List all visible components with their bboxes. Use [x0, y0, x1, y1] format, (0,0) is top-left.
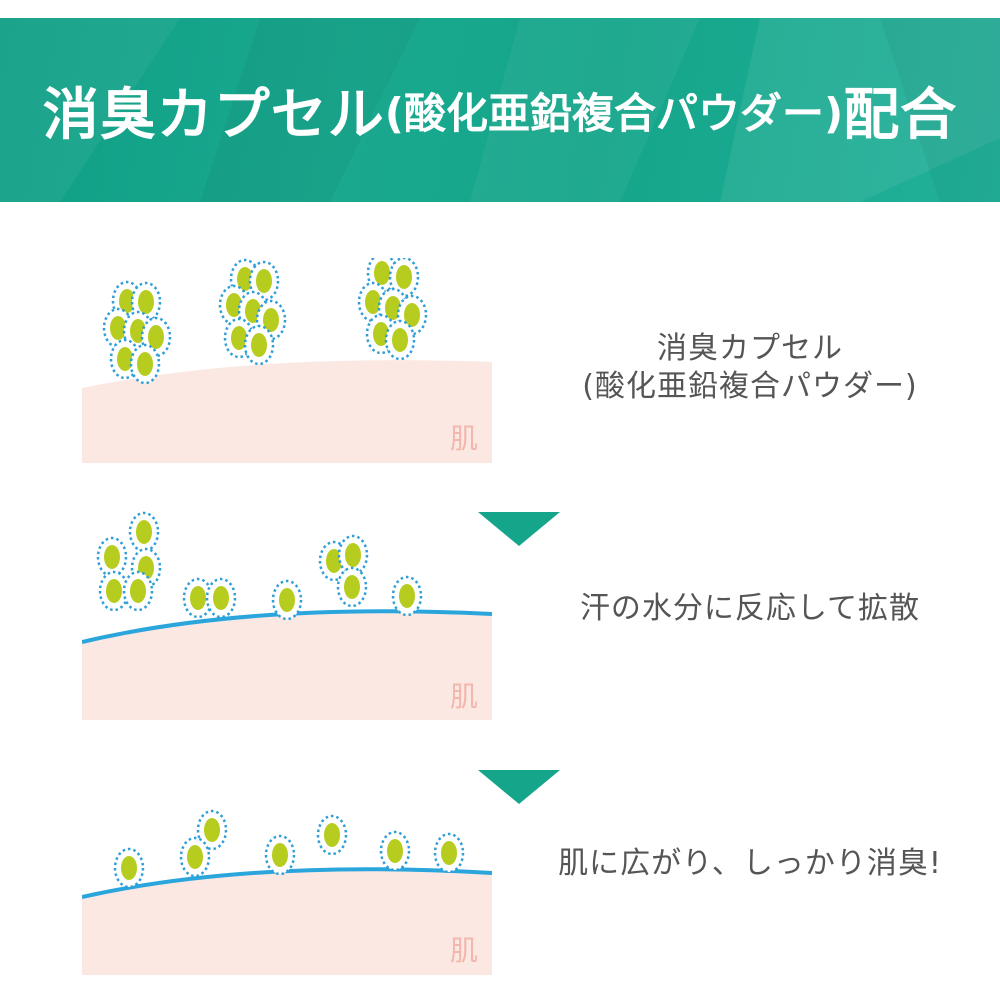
step-1-caption: 消臭カプセル (酸化亜鉛複合パウダー) — [520, 330, 980, 406]
capsule-particle — [113, 847, 145, 889]
capsule-particle — [379, 830, 411, 872]
step-1-illustration: 肌 — [82, 258, 492, 463]
capsule-particle — [388, 258, 420, 298]
skin-area — [82, 360, 492, 463]
step-3-illustration: 肌 — [82, 785, 492, 975]
banner-title-sub: (酸化亜鉛複合パウダー) — [384, 88, 844, 138]
step-2-caption-line1: 汗の水分に反応して拡散 — [579, 591, 921, 626]
capsule-particle — [316, 814, 348, 856]
capsule-particle — [384, 319, 416, 361]
step-3-caption-line1: 肌に広がり、しっかり消臭! — [558, 846, 942, 881]
step-3-caption: 肌に広がり、しっかり消臭! — [520, 845, 980, 883]
capsule-particle — [337, 534, 369, 576]
capsule-particle — [336, 566, 368, 608]
capsule-particle — [271, 579, 303, 621]
capsule-particle — [128, 511, 160, 553]
banner-title-end: 配合 — [843, 82, 958, 148]
step-1-caption-line1: 消臭カプセル — [657, 331, 843, 366]
capsule-particle — [433, 832, 465, 874]
step-2-illustration: 肌 — [82, 510, 492, 720]
banner-title: 消臭カプセル (酸化亜鉛複合パウダー) 配合 — [0, 18, 1000, 202]
skin-label: 肌 — [450, 422, 478, 455]
skin-label: 肌 — [450, 680, 478, 713]
skin-label: 肌 — [450, 934, 478, 967]
capsule-particle — [243, 324, 275, 366]
header-banner: 消臭カプセル (酸化亜鉛複合パウダー) 配合 — [0, 18, 1000, 202]
capsule-particle — [129, 343, 161, 385]
capsule-particle — [248, 260, 280, 302]
capsule-particle — [98, 570, 130, 612]
down-arrow-icon — [478, 770, 560, 804]
step-1-caption-line2: (酸化亜鉛複合パウダー) — [582, 369, 918, 404]
step-2-caption: 汗の水分に反応して拡散 — [520, 590, 980, 628]
skin-area — [82, 611, 492, 720]
capsule-particle — [96, 536, 128, 578]
sweat-line — [82, 867, 492, 899]
banner-title-main: 消臭カプセル — [42, 82, 385, 148]
capsule-particle — [391, 575, 423, 617]
capsule-particle — [205, 577, 237, 619]
capsule-particle — [179, 836, 211, 878]
skin-area — [82, 869, 492, 975]
capsule-particle — [122, 570, 154, 612]
capsule-particle — [196, 809, 228, 851]
capsule-particle — [264, 834, 296, 876]
capsule-particle — [182, 577, 214, 619]
banner-pattern — [0, 18, 1000, 202]
down-arrow-icon — [478, 512, 560, 546]
sweat-line — [82, 609, 492, 644]
